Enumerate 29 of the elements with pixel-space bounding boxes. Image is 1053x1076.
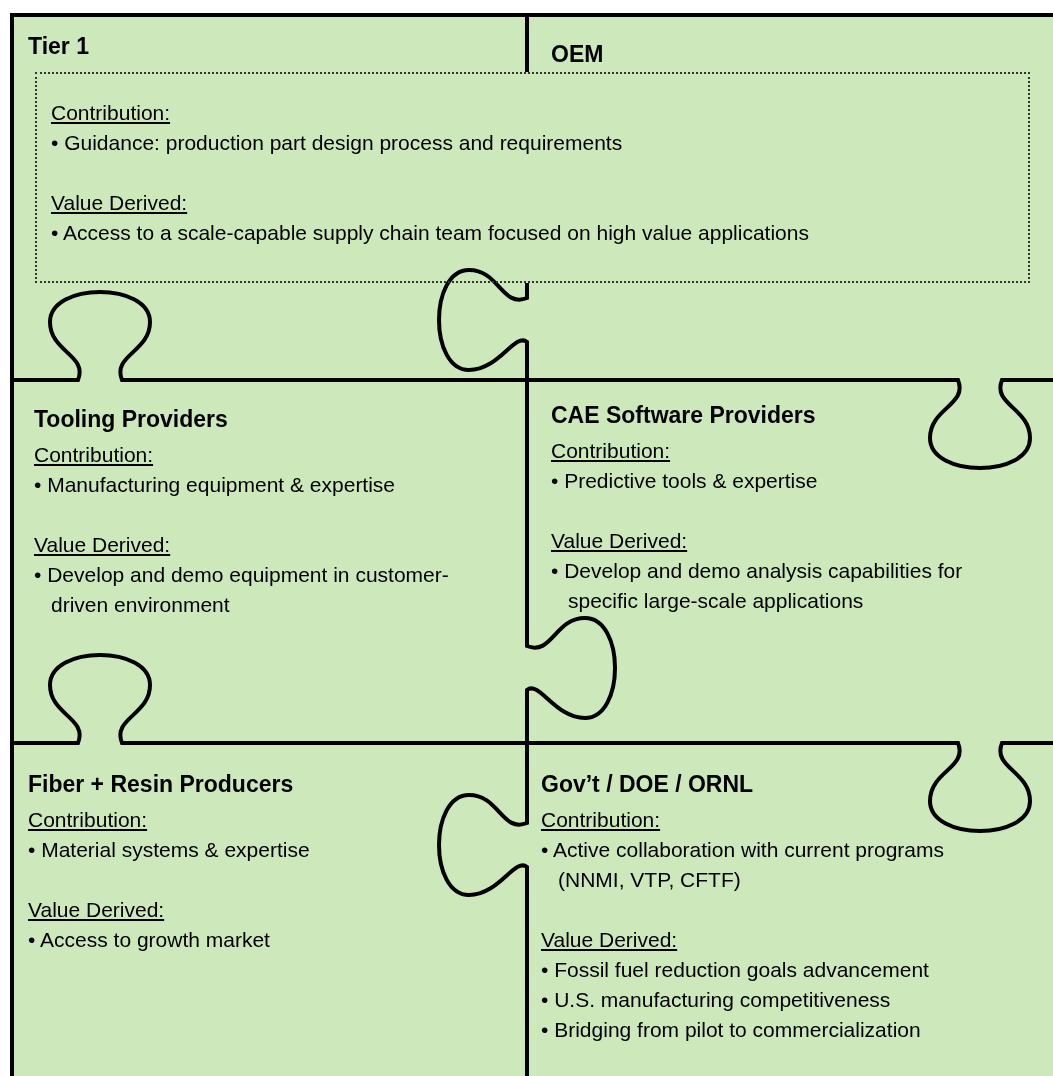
piece-heading: Tier 1 <box>28 32 89 61</box>
piece-heading: Tooling Providers <box>34 405 228 434</box>
bullet-text: • Fossil fuel reduction goals advancement <box>541 957 929 983</box>
piece-heading: CAE Software Providers <box>551 401 816 430</box>
bullet-text: • Develop and demo analysis capabilities for specific large-scale applications <box>551 558 964 614</box>
piece-heading: OEM <box>551 40 604 69</box>
bullet-text: • Predictive tools & expertise <box>551 468 818 494</box>
piece-heading: Fiber + Resin Producers <box>28 770 294 799</box>
bullet-text: • Material systems & expertise <box>28 837 310 863</box>
bullet-text: • Bridging from pilot to commercialization <box>541 1017 921 1043</box>
bullet-text: • Access to a scale-capable supply chain team focused on high value applications <box>51 220 809 246</box>
section-label: Value Derived: <box>34 532 171 558</box>
section-label: Contribution: <box>551 438 671 464</box>
section-label: Value Derived: <box>541 927 678 953</box>
section-label: Contribution: <box>34 442 154 468</box>
section-label: Contribution: <box>541 807 661 833</box>
section-label: Value Derived: <box>28 897 165 923</box>
bullet-text: • Develop and demo equipment in customer-driven environment <box>34 562 450 618</box>
bullet-text: • Active collaboration with current programs (NNMI, VTP, CFTF) <box>541 837 946 893</box>
section-label: Contribution: <box>28 807 148 833</box>
section-label: Value Derived: <box>551 528 688 554</box>
piece-heading: Gov’t / DOE / ORNL <box>541 770 754 799</box>
bullet-text: • Manufacturing equipment & expertise <box>34 472 396 498</box>
bullet-text: • Guidance: production part design process and requirements <box>51 130 623 156</box>
bullet-text: • U.S. manufacturing competitiveness <box>541 987 891 1013</box>
section-label: Contribution: <box>51 100 171 126</box>
dotted-box <box>35 72 1030 283</box>
section-label: Value Derived: <box>51 190 188 216</box>
bullet-text: • Access to growth market <box>28 927 270 953</box>
